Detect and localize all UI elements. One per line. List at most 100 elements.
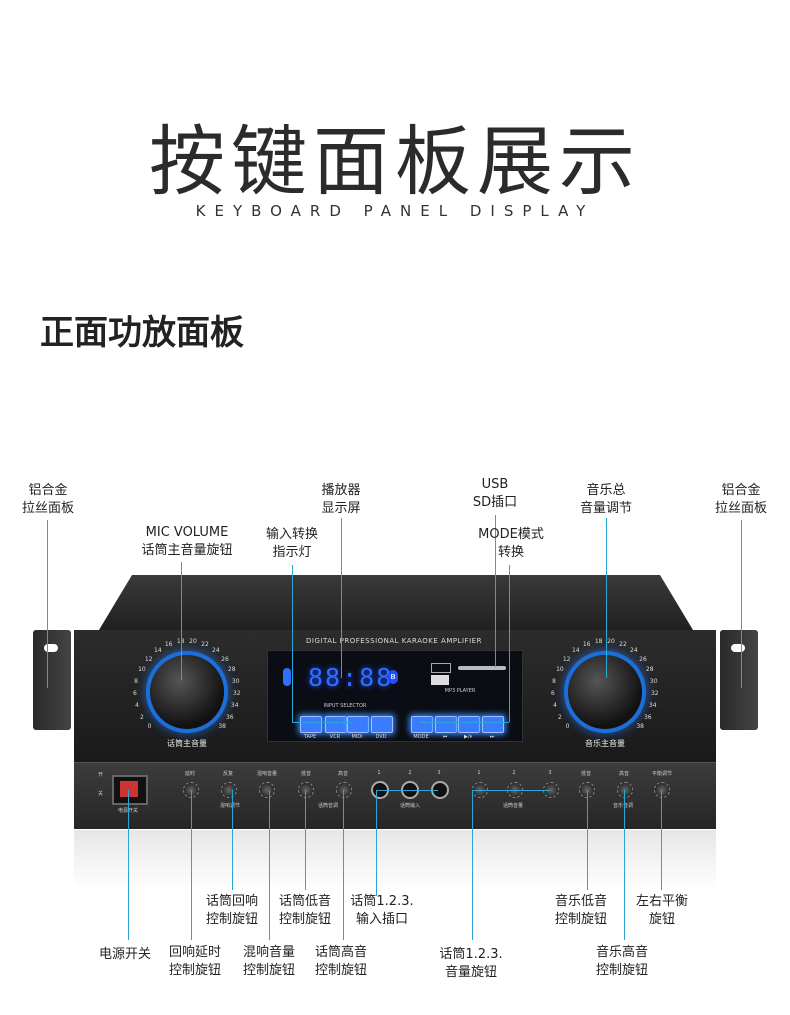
mount-hole (731, 644, 745, 652)
echo-knob-label: 反复 (222, 771, 233, 777)
power-rocker[interactable] (120, 781, 138, 797)
mp3-next-button[interactable] (482, 716, 504, 733)
music-tone-group-label: 音乐音调 (612, 803, 633, 809)
callout-line (128, 790, 129, 940)
callout-line (343, 790, 344, 940)
knob-scale-number: 18 (177, 638, 185, 645)
mic-master-volume-knob[interactable] (150, 655, 224, 729)
callout-line (495, 515, 496, 667)
callout-line (232, 790, 233, 890)
reverb-volume-knob-label: 混响音量 (256, 771, 277, 777)
callout-mic-volume-knobs: 话筒1.2.3.音量旋钮 (439, 947, 503, 980)
music-master-volume-knob[interactable] (568, 655, 642, 729)
music-master-volume-label: 音乐主音量 (585, 739, 625, 748)
input-button-label: VCR (329, 734, 341, 740)
usb-port[interactable] (431, 663, 451, 673)
microphone-icon (283, 668, 291, 686)
input-button-dvd[interactable] (371, 716, 393, 733)
callout-line (624, 790, 625, 940)
power-switch-caption: 电源开关 (108, 807, 148, 814)
callout-line (191, 790, 192, 940)
mp3-play-pause-button[interactable] (458, 716, 480, 733)
mic-treble-knob[interactable] (336, 782, 352, 798)
echo-group-label: 混响调节 (219, 803, 240, 809)
knob-scale-number: 8 (552, 677, 556, 685)
callout-line (741, 520, 742, 688)
knob-scale-number: 28 (645, 666, 654, 674)
mp3-button-label: MODE (413, 734, 429, 740)
callout-alu-left: 铝合金拉丝面板 (21, 483, 74, 516)
callout-line (587, 790, 588, 890)
power-switch[interactable] (112, 775, 148, 805)
mic-bass-knob[interactable] (298, 782, 314, 798)
mic-volume-number: 1 (477, 770, 481, 776)
knob-scale-number: 8 (134, 677, 138, 685)
knob-scale-number: 4 (135, 702, 139, 710)
mic-echo-knob[interactable] (221, 782, 237, 798)
music-treble-knob[interactable] (617, 782, 633, 798)
callout-line (606, 518, 607, 678)
knob-scale-number: 12 (144, 655, 153, 663)
rack-ear-right (720, 630, 758, 730)
callout-mic-input: 话筒1.2.3.输入插口 (350, 894, 414, 927)
knob-scale-number: 16 (582, 641, 591, 649)
input-selector-label: INPUT SELECTOR (323, 703, 367, 709)
reverb-volume-knob[interactable] (259, 782, 275, 798)
knob-scale-number: 34 (648, 702, 657, 710)
player-display (267, 650, 523, 742)
knob-scale-number: 0 (147, 723, 152, 731)
input-button-vcr[interactable] (325, 716, 347, 733)
knob-scale-number: 14 (153, 647, 162, 655)
knob-scale-number: 20 (189, 638, 197, 646)
knob-scale-number: 2 (140, 713, 144, 721)
rack-ear-left (33, 630, 71, 730)
knob-scale-number: 34 (230, 702, 239, 710)
callout-mic-bass: 话筒低音控制旋钮 (278, 894, 331, 927)
knob-scale-number: 20 (607, 638, 615, 646)
amplifier-lower-panel (74, 762, 716, 829)
mp3-button-label: ⏭ (489, 734, 495, 740)
mic-volume-group-label: 话筒音量 (502, 803, 523, 809)
mic-volume-number: 2 (512, 770, 516, 776)
usb-slot[interactable] (431, 675, 449, 685)
input-button-label: TAPE (303, 734, 317, 740)
power-off-label: 关 (98, 791, 104, 797)
mic-master-volume-label: 话筒主音量 (167, 739, 207, 748)
callout-alu-right: 铝合金拉丝面板 (714, 483, 767, 516)
callout-line (509, 565, 510, 722)
callout-reverb-volume: 混响音量控制旋钮 (242, 945, 295, 978)
callout-balance: 左右平衡旋钮 (635, 894, 688, 927)
mount-hole (44, 644, 58, 652)
knob-scale-number: 32 (232, 690, 241, 698)
callout-input-indicator: 输入转换指示灯 (265, 527, 318, 560)
knob-scale-number: 28 (227, 666, 236, 674)
knob-scale-number: 12 (562, 655, 571, 663)
sd-card-slot[interactable] (458, 666, 506, 670)
knob-scale-number: 38 (636, 723, 644, 731)
callout-line (472, 790, 473, 940)
knob-scale-number: 32 (650, 690, 659, 698)
input-button-tape[interactable] (300, 716, 322, 733)
callout-line (420, 722, 509, 723)
mp3-prev-button[interactable] (435, 716, 457, 733)
callout-line (305, 790, 306, 890)
callout-line (341, 518, 342, 678)
mp3-mode-button[interactable] (411, 716, 433, 733)
knob-scale-number: 14 (571, 647, 580, 655)
brand-text: DIGITAL PROFESSIONAL KARAOKE AMPLIFIER (306, 637, 482, 645)
section-title: 正面功放面板 (40, 313, 244, 353)
callout-line (292, 565, 293, 722)
balance-knob[interactable] (654, 782, 670, 798)
callout-line (181, 562, 182, 680)
knob-scale-number: 16 (164, 641, 173, 649)
input-button-midi[interactable] (347, 716, 369, 733)
knob-scale-number: 6 (133, 690, 137, 698)
mic-tone-group-label: 话筒音调 (317, 803, 338, 809)
knob-scale-number: 4 (553, 702, 557, 710)
bluetooth-icon: ʙ (388, 670, 398, 684)
mic-input-group-label: 话筒输入 (399, 803, 420, 809)
callout-line (376, 790, 377, 896)
amplifier-top-cover (96, 575, 696, 635)
callout-mic-treble: 话筒高音控制旋钮 (314, 945, 367, 978)
